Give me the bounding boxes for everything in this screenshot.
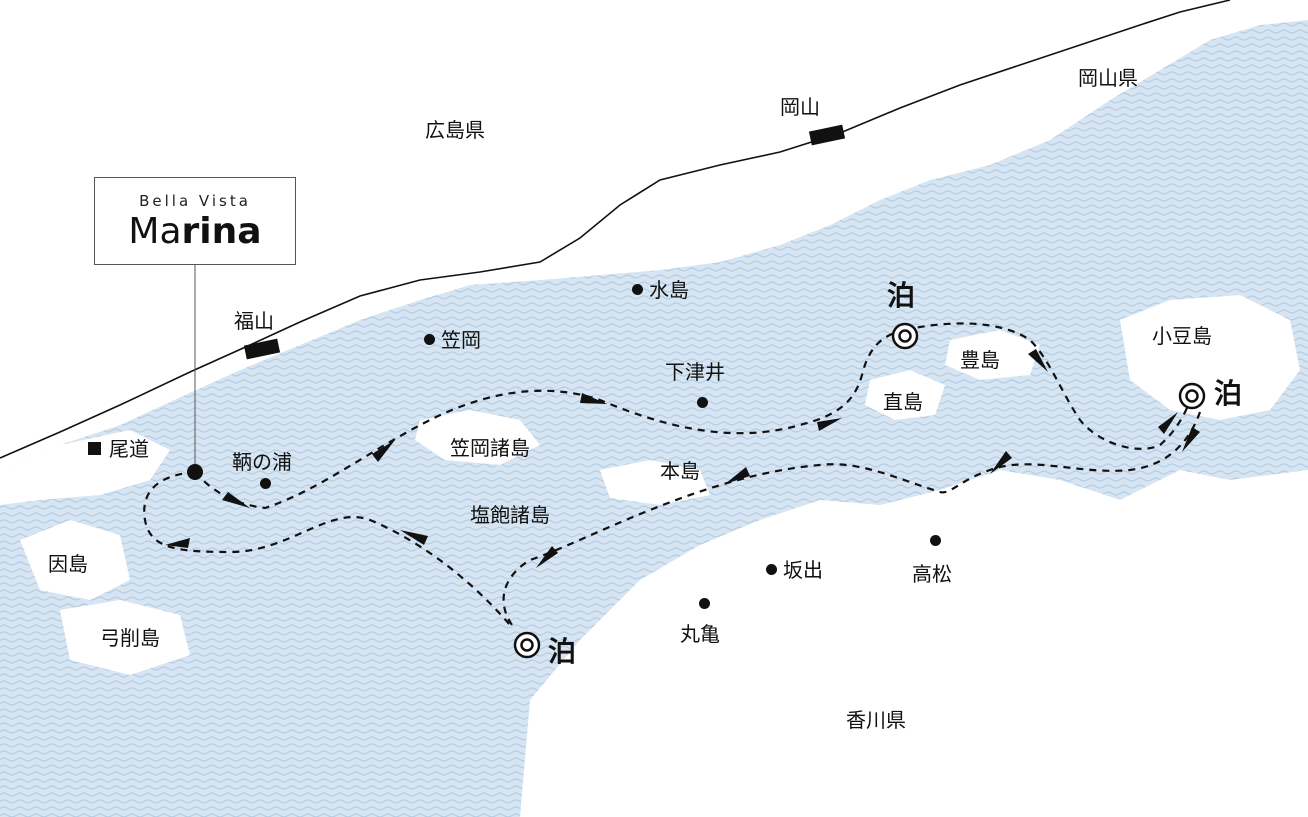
shikoku-land xyxy=(520,470,1308,817)
label-mizushima: 水島 xyxy=(632,278,689,302)
yugeshima-land xyxy=(60,600,190,675)
label-naoshima: 直島 xyxy=(883,390,923,414)
label-fukuyama-station: 福山 xyxy=(234,309,274,333)
arrow-icon xyxy=(1028,349,1048,372)
town-dot-icon xyxy=(699,598,710,609)
shodoshima-land xyxy=(1120,295,1300,420)
town-dot-icon xyxy=(424,334,435,345)
town-dot-icon xyxy=(697,397,708,408)
town-dot-icon xyxy=(260,478,271,489)
label-shodoshima: 小豆島 xyxy=(1152,324,1212,348)
double-circle-stay-icon xyxy=(513,631,541,659)
label-kasaoka: 笠岡 xyxy=(424,328,481,352)
logo-title: Marina xyxy=(95,212,295,252)
town-dot-icon xyxy=(766,564,777,575)
label-teshima: 豊島 xyxy=(960,348,1000,372)
label-takamatsu: 高松 xyxy=(912,562,952,586)
station-bar-icon xyxy=(243,338,281,360)
label-stay-shodoshima: 泊 xyxy=(1214,377,1243,410)
stay-markers xyxy=(513,322,1206,659)
prefecture-border-line xyxy=(0,0,1231,459)
arrow-icon xyxy=(1182,427,1200,452)
label-shiwaku-islands: 塩飽諸島 xyxy=(470,503,550,527)
city-square-icon xyxy=(88,442,101,455)
label-onomichi: 尾道 xyxy=(88,437,149,461)
innoshima-land xyxy=(20,520,130,600)
label-marugame: 丸亀 xyxy=(680,622,720,646)
label-hiroshima-pref: 広島県 xyxy=(425,118,485,142)
double-circle-stay-icon xyxy=(1178,382,1206,410)
bella-vista-marina-logo: Bella Vista Marina xyxy=(94,177,296,265)
marina-start-dot xyxy=(187,464,203,480)
arrow-icon xyxy=(580,393,607,404)
arrow-icon xyxy=(990,451,1012,474)
arrow-icon xyxy=(400,530,428,545)
islands xyxy=(0,295,1308,817)
label-shimotsui: 下津井 xyxy=(665,360,725,384)
arrow-icon xyxy=(725,467,750,484)
logo-title-bold: rina xyxy=(181,211,262,252)
town-dot-icon xyxy=(930,535,941,546)
label-okayama-station: 岡山 xyxy=(780,95,820,119)
label-yugeshima: 弓削島 xyxy=(100,626,160,650)
label-tomonoura: 鞆の浦 xyxy=(232,450,292,474)
route-arrows xyxy=(165,349,1200,568)
double-circle-stay-icon xyxy=(891,322,919,350)
arrow-icon xyxy=(536,546,558,568)
shiwaku-islands-land xyxy=(600,460,710,505)
arrow-icon xyxy=(222,492,250,508)
arrow-icon xyxy=(372,440,395,462)
arrow-icon xyxy=(1158,412,1178,434)
naoshima-land xyxy=(865,370,945,420)
label-kagawa-pref: 香川県 xyxy=(846,708,906,732)
arrow-icon xyxy=(165,538,190,548)
label-kasaoka-islands: 笠岡諸島 xyxy=(450,436,530,460)
logo-title-light: Ma xyxy=(128,211,182,252)
logo-subtitle: Bella Vista xyxy=(139,192,251,210)
kasaoka-islands-land xyxy=(415,410,540,465)
arrow-icon xyxy=(817,418,842,431)
station-bar-icon xyxy=(808,124,846,146)
label-okayama-pref: 岡山県 xyxy=(1078,66,1138,90)
label-stay-south: 泊 xyxy=(548,635,577,668)
label-honjima: 本島 xyxy=(660,459,700,483)
teshima-land xyxy=(945,330,1040,380)
label-innoshima: 因島 xyxy=(48,552,88,576)
honshu-land xyxy=(0,0,1308,470)
label-stay-naoshima: 泊 xyxy=(887,279,916,312)
label-sakaide: 坂出 xyxy=(766,558,823,582)
town-dot-icon xyxy=(632,284,643,295)
